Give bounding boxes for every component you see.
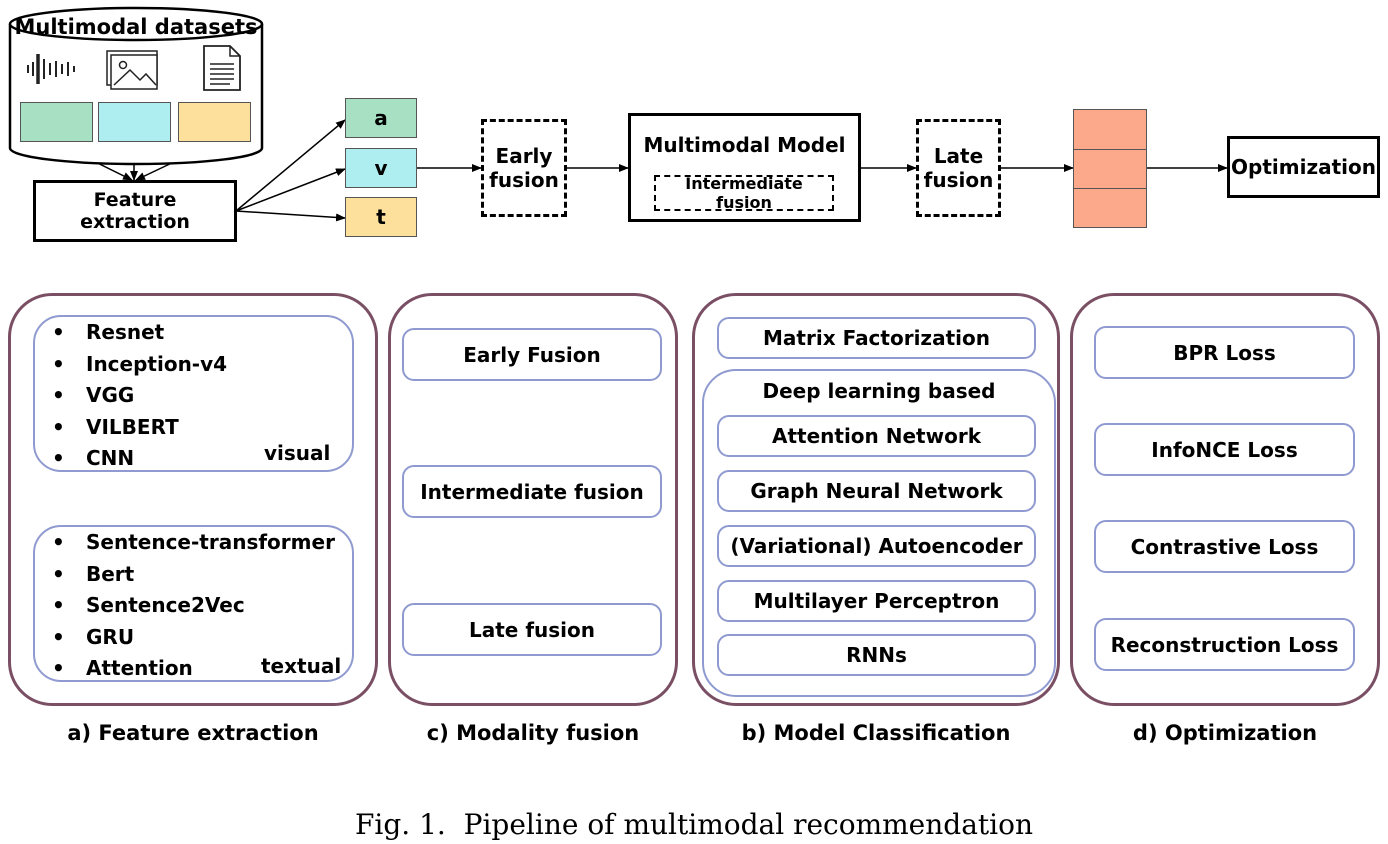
textual-tag: textual (261, 654, 342, 678)
modality-v-box: v (345, 148, 417, 188)
loss-item-reconstruction: Reconstruction Loss (1094, 618, 1355, 671)
deep-item-rnns: RNNs (717, 634, 1036, 676)
modality-a-box: a (345, 98, 417, 138)
visual-extractors-list: Resnet Inception-v4 VGG VILBERT CNN (52, 317, 227, 475)
matrix-factorization-item: Matrix Factorization (717, 317, 1036, 359)
early-fusion-box: Early fusion (481, 119, 567, 217)
loss-item-bpr: BPR Loss (1094, 326, 1355, 379)
visual-feature-box (98, 102, 171, 142)
optimization-box: Optimization (1227, 136, 1380, 198)
deep-item-mlp: Multilayer Perceptron (717, 580, 1036, 622)
image-icon (106, 50, 158, 90)
loss-item-contrastive: Contrastive Loss (1094, 520, 1355, 573)
list-item: Resnet (52, 317, 227, 349)
modality-t-box: t (345, 197, 417, 237)
figure-caption: Fig. 1. Pipeline of multimodal recommend… (355, 807, 1033, 841)
early-fusion-label: Early fusion (489, 144, 559, 192)
feature-extraction-caption: a) Feature extraction (67, 721, 319, 745)
list-item: Inception-v4 (52, 349, 227, 381)
visual-extractors-group: Resnet Inception-v4 VGG VILBERT CNN visu… (33, 315, 354, 475)
list-item: GRU (52, 622, 335, 654)
multimodal-model-title: Multimodal Model (643, 133, 846, 157)
late-fusion-label: Late fusion (923, 144, 994, 192)
list-item: VGG (52, 380, 227, 412)
datasets-title: Multimodal datasets (14, 15, 258, 39)
visual-tag: visual (264, 441, 331, 465)
deep-learning-title: Deep learning based (762, 379, 996, 403)
textual-extractors-group: Sentence-transformer Bert Sentence2Vec G… (33, 525, 354, 685)
output-stack (1073, 109, 1147, 228)
fusion-item-early: Early Fusion (402, 328, 662, 381)
deep-item-autoencoder: (Variational) Autoencoder (717, 525, 1036, 567)
audio-feature-box (20, 102, 93, 142)
list-item: VILBERT (52, 412, 227, 444)
fusion-item-intermediate: Intermediate fusion (402, 465, 662, 518)
list-item: Sentence-transformer (52, 527, 335, 559)
textual-extractors-list: Sentence-transformer Bert Sentence2Vec G… (52, 527, 335, 685)
loss-item-infonce: InfoNCE Loss (1094, 423, 1355, 476)
optimization-caption: d) Optimization (1132, 721, 1318, 745)
text-feature-box (178, 102, 251, 142)
list-item: CNN (52, 443, 227, 475)
list-item: Attention (52, 653, 335, 685)
multimodal-model-box: Multimodal Model Intermediate fusion (628, 113, 861, 222)
intermediate-fusion-box: Intermediate fusion (654, 174, 834, 212)
feature-extraction-box: Feature extraction (33, 180, 237, 242)
late-fusion-box: Late fusion (916, 119, 1001, 217)
text-document-icon (203, 45, 241, 91)
deep-item-gnn: Graph Neural Network (717, 470, 1036, 512)
model-classification-caption: b) Model Classification (741, 721, 1011, 745)
deep-item-attention: Attention Network (717, 415, 1036, 457)
modality-fusion-caption: c) Modality fusion (426, 721, 640, 745)
fusion-item-late: Late fusion (402, 603, 662, 656)
list-item: Sentence2Vec (52, 590, 335, 622)
audio-waveform-icon (27, 54, 75, 84)
list-item: Bert (52, 559, 335, 591)
